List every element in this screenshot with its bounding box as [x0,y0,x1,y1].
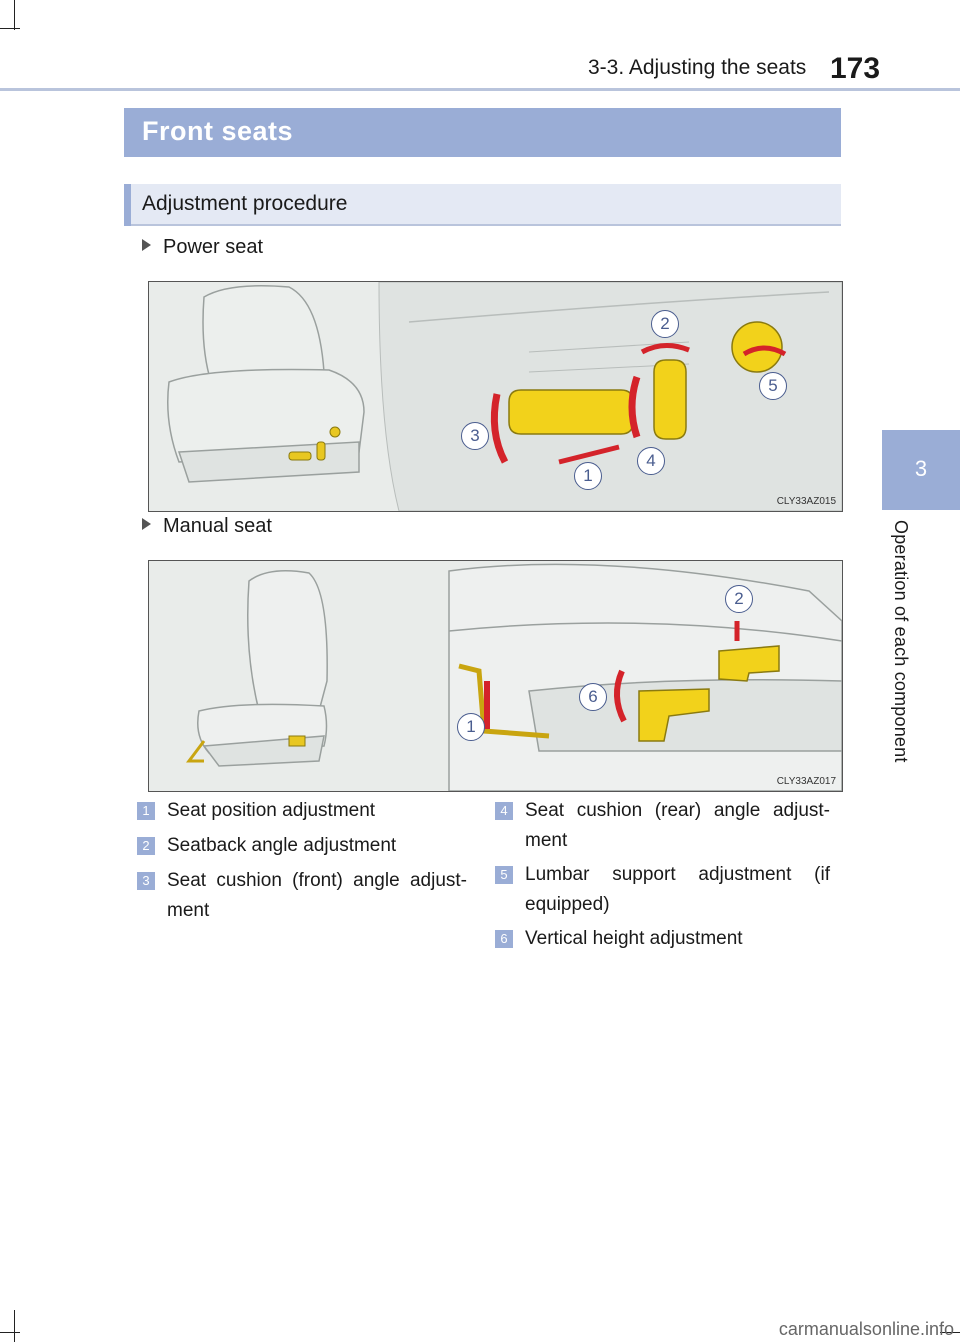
callout-5: 5 [759,372,787,400]
callout-6: 6 [579,683,607,711]
legend-num-2: 2 [137,837,155,855]
crop-mark [0,28,20,29]
crop-mark [940,1332,960,1333]
subtitle-accent [124,184,131,226]
legend-num-1: 1 [137,802,155,820]
legend-text-1: Seat position adjustment [167,800,376,821]
triangle-bullet-icon [142,518,151,530]
crop-mark [0,1332,20,1333]
crop-mark [14,0,15,30]
crop-mark [14,1310,15,1342]
subtitle-bar: Adjustment procedure [124,184,841,226]
power-seat-heading: Power seat [142,236,263,259]
watermark: carmanualsonline.info [778,1319,954,1339]
legend-num-3: 3 [137,872,155,890]
page-number: 173 [830,52,881,85]
legend-text-5: Lumbar support adjustment (if equipped) [525,864,830,915]
manual-seat-label: Manual seat [163,515,272,537]
callout-2: 2 [651,310,679,338]
figure-code: CLY33AZ015 [776,496,836,507]
legend-num-4: 4 [495,802,513,820]
callout-1: 1 [457,713,485,741]
legend-text-2: Seatback angle adjustment [167,835,397,856]
callout-4: 4 [637,447,665,475]
callout-3: 3 [461,422,489,450]
manual-seat-heading: Manual seat [142,515,272,538]
legend-text-4: Seat cushion (rear) angle adjust-ment [525,800,830,851]
chapter-label: Operation of each component [891,520,911,763]
legend-num-5: 5 [495,866,513,884]
legend-text-3: Seat cushion (front) angle adjust-ment [167,870,467,921]
legend-text-6: Vertical height adjustment [525,928,743,949]
chapter-tab: 3 [882,430,960,510]
power-seat-illustration [149,282,842,511]
manual-seat-figure: 1 2 6 CLY33AZ017 [148,560,843,792]
figure-code: CLY33AZ017 [776,776,836,787]
title-bar: Front seats [124,108,841,157]
section-label: 3-3. Adjusting the seats [588,56,807,79]
legend-num-6: 6 [495,930,513,948]
power-seat-label: Power seat [163,236,264,258]
triangle-bullet-icon [142,239,151,251]
header-rule [0,88,960,91]
power-seat-figure: 1 2 3 4 5 CLY33AZ015 [148,281,843,512]
subtitle: Adjustment procedure [142,192,348,215]
callout-2: 2 [725,585,753,613]
callout-1: 1 [574,462,602,490]
chapter-number: 3 [914,456,928,481]
page-title: Front seats [142,116,294,146]
